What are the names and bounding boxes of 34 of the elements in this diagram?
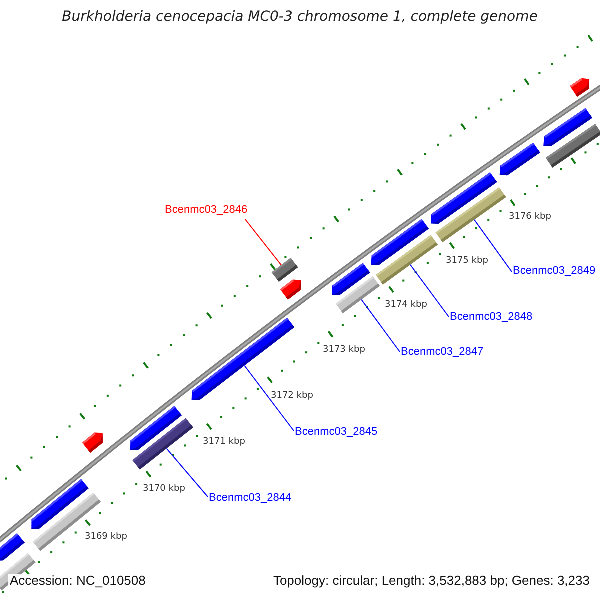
gene-bar	[546, 124, 600, 168]
leader-line	[410, 264, 450, 318]
gene-bar	[376, 235, 438, 285]
leader-line	[244, 365, 294, 432]
gene-feature	[192, 318, 295, 400]
gene-feature	[500, 142, 540, 176]
scale-label: 3173 kbp	[323, 345, 366, 356]
leader-line	[244, 218, 282, 266]
gene-label: Bcenmc03_2847	[401, 346, 484, 359]
gene-bar	[436, 188, 506, 242]
scale-label: 3174 kbp	[385, 300, 428, 310]
gene-label: Bcenmc03_2844	[209, 492, 292, 505]
accession-text: Accession: NC_010508	[8, 574, 148, 589]
title: Burkholderia cenocepacia MC0-3 chromosome 1, complete genome	[61, 9, 539, 26]
scale-label: 3169 kbp	[85, 532, 128, 542]
leader-line	[361, 299, 400, 352]
gene-label: Bcenmc03_2845	[295, 426, 378, 439]
scale-label: 3175 kbp	[446, 256, 488, 266]
scale-label: 3172 kbp	[271, 391, 314, 402]
gene-bar	[336, 276, 380, 314]
gene-feature	[82, 432, 103, 453]
leader-line	[166, 448, 208, 498]
gene-label: Bcenmc03_2849	[513, 265, 596, 278]
gene-feature	[280, 280, 301, 300]
scale-label: 3176 kbp	[509, 212, 552, 222]
gene-bar	[272, 258, 298, 282]
gene-bar	[132, 418, 194, 470]
gene-label: Bcenmc03_2846	[165, 204, 248, 217]
gene-feature	[570, 78, 590, 97]
gene-label: Bcenmc03_2848	[450, 311, 533, 324]
scale-label: 3170 kbp	[143, 484, 186, 494]
gene-feature	[0, 534, 25, 561]
scale-label: 3171 kbp	[203, 437, 246, 448]
topology-text: Topology: circular; Length: 3,532,883 bp; Genes: 3,233	[271, 574, 592, 589]
